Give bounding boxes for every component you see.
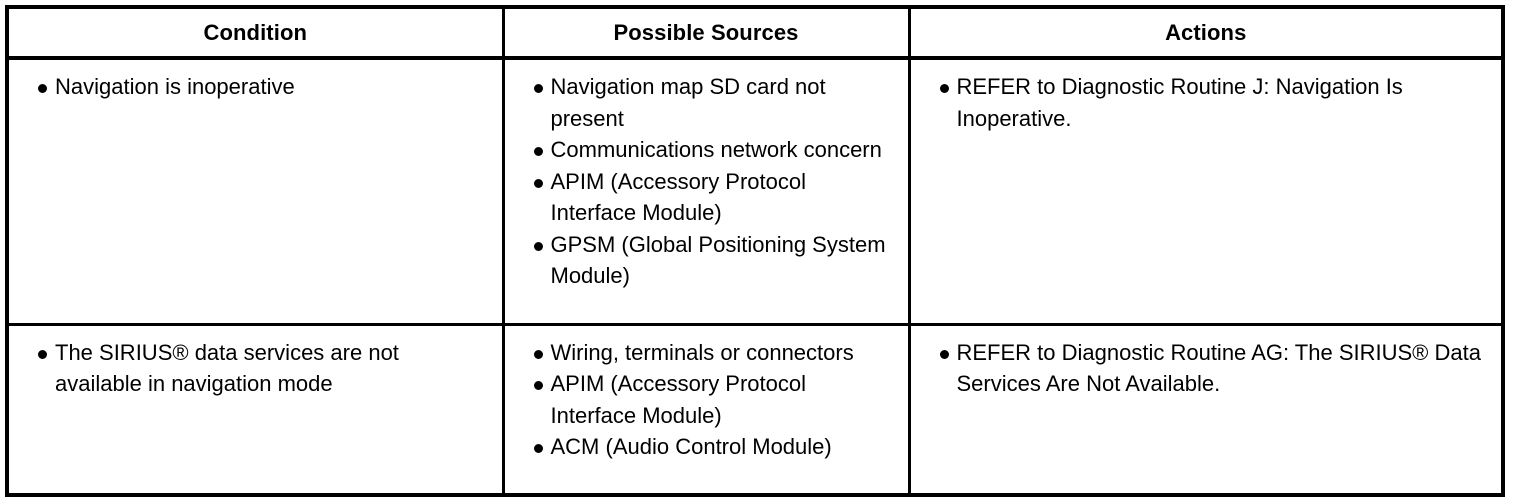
table-row: The SIRIUS® data services are not availa… <box>7 322 1503 495</box>
list-item-label: GPSM (Global Positioning System Module) <box>550 231 886 289</box>
list-item: The SIRIUS® data services are not availa… <box>23 337 488 400</box>
list-item: APIM (Accessory Protocol Interface Modul… <box>519 368 894 431</box>
bullet-icon <box>533 241 543 251</box>
column-header-condition: Condition <box>7 7 505 60</box>
list-item-label: Communications network concern <box>550 137 882 162</box>
list-item-label: Navigation map SD card not present <box>550 74 826 131</box>
list-item: GPSM (Global Positioning System Module) <box>519 229 894 292</box>
list-item-label: Wiring, terminals or connectors <box>550 339 854 365</box>
bullet-list-condition: The SIRIUS® data services are not availa… <box>23 337 488 400</box>
bullet-icon <box>533 84 543 93</box>
bullet-icon <box>533 178 543 188</box>
table-header: Condition Possible Sources Actions <box>7 7 1503 60</box>
header-row: Condition Possible Sources Actions <box>7 7 1503 60</box>
column-header-possible-sources: Possible Sources <box>503 7 911 60</box>
bullet-list-condition: Navigation is inoperative <box>23 71 488 103</box>
list-item: REFER to Diagnostic Routine AG: The SIRI… <box>925 337 1488 400</box>
bullet-list-possible-sources: Wiring, terminals or connectors APIM (Ac… <box>519 337 894 463</box>
list-item: REFER to Diagnostic Routine J: Navigatio… <box>925 71 1488 134</box>
list-item: APIM (Accessory Protocol Interface Modul… <box>519 166 894 229</box>
table-row: Navigation is inoperative Navigation map… <box>7 58 1503 324</box>
cell-condition: The SIRIUS® data services are not availa… <box>7 322 505 495</box>
list-item-label: REFER to Diagnostic Routine AG: The SIRI… <box>956 339 1481 397</box>
list-item-label: The SIRIUS® data services are not availa… <box>55 339 399 397</box>
table-body: Navigation is inoperative Navigation map… <box>7 58 1503 495</box>
bullet-icon <box>533 147 543 156</box>
bullet-icon <box>939 84 949 93</box>
bullet-icon <box>939 349 949 359</box>
list-item: Communications network concern <box>519 134 894 166</box>
list-item: Navigation is inoperative <box>23 71 488 103</box>
bullet-list-actions: REFER to Diagnostic Routine AG: The SIRI… <box>925 337 1488 400</box>
bullet-list-possible-sources: Navigation map SD card not present Commu… <box>519 71 894 292</box>
list-item: Wiring, terminals or connectors <box>519 337 894 369</box>
cell-actions: REFER to Diagnostic Routine J: Navigatio… <box>909 58 1503 324</box>
diagnostic-table-container: Condition Possible Sources Actions Navig… <box>5 5 1505 497</box>
column-header-actions: Actions <box>909 7 1503 60</box>
cell-condition: Navigation is inoperative <box>7 58 505 324</box>
list-item-label: Navigation is inoperative <box>55 74 295 99</box>
bullet-icon <box>533 349 543 359</box>
cell-possible-sources: Wiring, terminals or connectors APIM (Ac… <box>503 322 911 495</box>
cell-actions: REFER to Diagnostic Routine AG: The SIRI… <box>909 322 1503 495</box>
list-item-label: ACM (Audio Control Module) <box>550 434 832 459</box>
bullet-icon <box>38 84 47 93</box>
list-item: Navigation map SD card not present <box>519 71 894 134</box>
bullet-list-actions: REFER to Diagnostic Routine J: Navigatio… <box>925 71 1488 134</box>
bullet-icon <box>38 349 47 359</box>
list-item: ACM (Audio Control Module) <box>519 431 894 463</box>
list-item-label: APIM (Accessory Protocol Interface Modul… <box>550 371 807 428</box>
diagnostic-table: Condition Possible Sources Actions Navig… <box>5 5 1505 497</box>
list-item-label: APIM (Accessory Protocol Interface Modul… <box>550 168 807 226</box>
list-item-label: REFER to Diagnostic Routine J: Navigatio… <box>956 74 1403 131</box>
bullet-icon <box>533 381 543 390</box>
bullet-icon <box>533 444 543 453</box>
cell-possible-sources: Navigation map SD card not present Commu… <box>503 58 911 324</box>
